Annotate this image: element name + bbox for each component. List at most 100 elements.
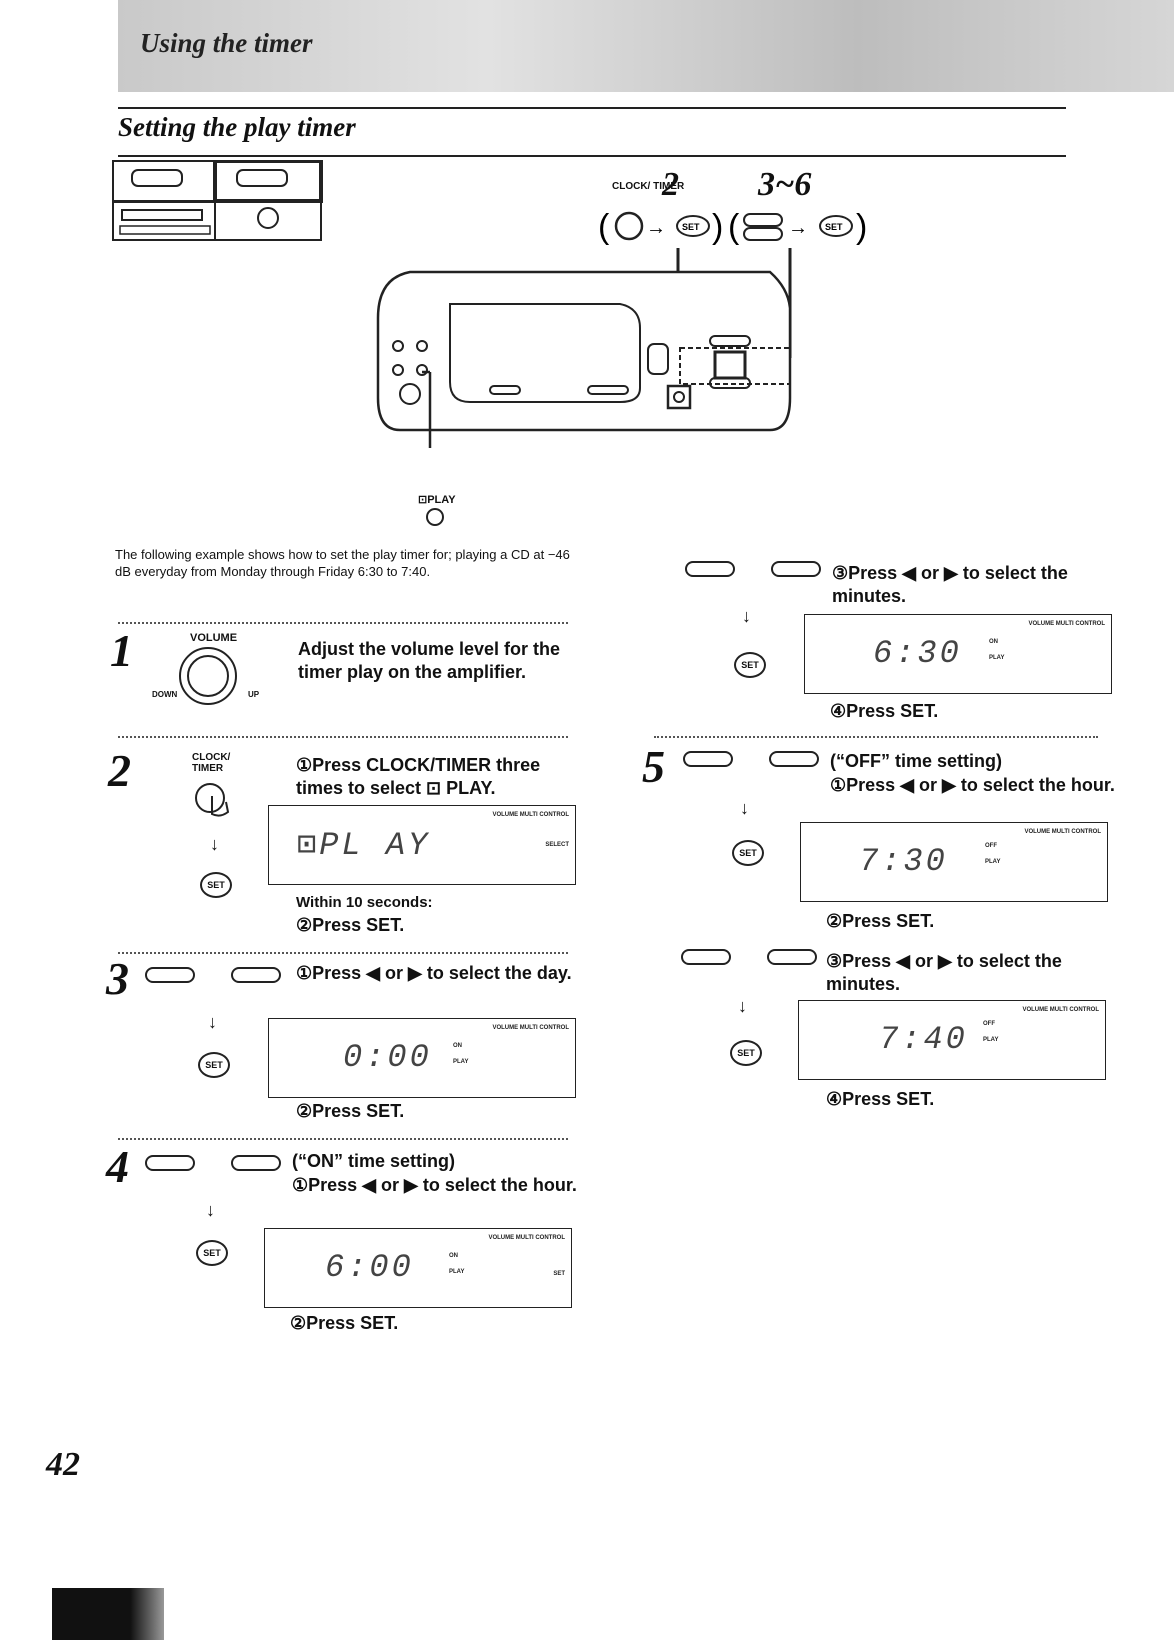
divider (118, 155, 1066, 157)
lcd-readout: 6:30 (873, 635, 962, 672)
svg-text:→: → (646, 217, 666, 239)
down-arrow-icon: ↓ (206, 1200, 215, 1220)
clock-timer-label: CLOCK/ TIMER (612, 181, 685, 192)
down-arrow-icon: ↓ (738, 996, 747, 1016)
step-4-heading: (“ON” time setting) (292, 1151, 456, 1171)
lcd-play-label: PLAY (453, 1059, 469, 1065)
left-right-buttons-icon (683, 751, 819, 767)
step-5-number: 5 (642, 741, 665, 792)
lcd-volume-multi-control-label: VOLUME MULTI CONTROL (492, 1025, 569, 1031)
lcd-off-label: OFF (983, 1021, 995, 1027)
svg-text:(: ( (598, 208, 610, 246)
down-arrow-icon: ↓ (208, 1012, 217, 1032)
header-band (118, 0, 1174, 92)
lcd-display-off-minutes: 7:40 OFF PLAY VOLUME MULTI CONTROL (798, 1000, 1106, 1080)
intro-text: The following example shows how to set t… (115, 547, 570, 579)
volume-down-label: DOWN (152, 690, 178, 699)
lcd-multi-control-label: VOLUME MULTI CONTROL (492, 812, 569, 818)
volume-up-label: UP (248, 690, 260, 699)
step-3-6-label: 3~6 (758, 166, 812, 203)
step-2-text: ①Press CLOCK/TIMER three times to select… (296, 755, 541, 798)
step-5-press-set: ②Press SET. (826, 911, 935, 931)
lcd-readout: 7:40 (879, 1021, 968, 1058)
lcd-play-label: PLAY (985, 859, 1001, 865)
lcd-volume-multi-control-label: VOLUME MULTI CONTROL (488, 1235, 565, 1241)
lcd-readout: 0:00 (343, 1039, 432, 1076)
stereo-system-thumbnail (112, 160, 323, 241)
clock-timer-button-label: CLOCK/ TIMER (192, 752, 231, 774)
step-1-text: Adjust the volume level for the timer pl… (298, 639, 561, 682)
down-arrow-icon: ↓ (742, 606, 751, 626)
lcd-play-label: PLAY (983, 1037, 999, 1043)
lcd-volume-multi-control-label: VOLUME MULTI CONTROL (1022, 1007, 1099, 1013)
step-4-number: 4 (106, 1141, 129, 1192)
svg-text:→: → (788, 217, 808, 239)
button-sequence-diagram: ( → SET ) ( → SET ) (598, 208, 867, 246)
step-2-note: Within 10 seconds: (296, 894, 433, 911)
down-arrow-icon: ↓ (210, 834, 219, 854)
finger-press-icon (195, 783, 230, 817)
dotted-divider (654, 736, 1098, 738)
step-5-text: ①Press ◀ or ▶ to select the hour. (830, 775, 1115, 795)
lcd-volume-multi-control-label: VOLUME MULTI CONTROL (1028, 621, 1105, 627)
lcd-play-label: PLAY (989, 655, 1005, 661)
step-2-number: 2 (108, 745, 131, 796)
step-4b-press-set: ④Press SET. (830, 701, 939, 721)
set-button-icon: SET (732, 840, 764, 866)
svg-text:): ) (856, 208, 867, 246)
step-2-label: 2 (662, 166, 679, 203)
play-button-label: ⊡PLAY (418, 494, 456, 506)
lcd-select-label: SELECT (545, 842, 569, 848)
left-right-buttons-icon (685, 561, 821, 577)
svg-text:SET: SET (825, 222, 843, 232)
set-button-icon: SET (198, 1052, 230, 1078)
set-button-icon: SET (730, 1040, 762, 1066)
lcd-readout: ⊡PL AY (297, 827, 431, 864)
dotted-divider (118, 736, 568, 738)
lcd-display-play: ⊡PL AY VOLUME MULTI CONTROL SELECT (268, 805, 576, 885)
section-title: Setting the play timer (118, 112, 356, 142)
lcd-display-off-hour: 7:30 OFF PLAY VOLUME MULTI CONTROL (800, 822, 1108, 902)
svg-text:(: ( (728, 208, 740, 246)
page-header-title: Using the timer (140, 28, 313, 58)
step-5b-press-set: ④Press SET. (826, 1089, 935, 1109)
lcd-on-label: ON (989, 639, 998, 645)
lcd-on-label: ON (449, 1253, 458, 1259)
lcd-readout: 6:00 (325, 1249, 414, 1286)
lcd-volume-multi-control-label: VOLUME MULTI CONTROL (1024, 829, 1101, 835)
left-right-buttons-icon (145, 967, 281, 983)
svg-text:): ) (712, 208, 723, 246)
left-right-buttons-icon (681, 949, 817, 965)
step-3-text: ①Press ◀ or ▶ to select the day. (296, 963, 572, 983)
step-3-press-set: ②Press SET. (296, 1101, 405, 1121)
play-button-icon (426, 508, 444, 526)
set-button-icon: SET (200, 872, 232, 898)
dotted-divider (118, 622, 568, 624)
lcd-readout: 7:30 (859, 843, 948, 880)
lcd-off-label: OFF (985, 843, 997, 849)
corner-mark (52, 1588, 164, 1640)
amplifier-illustration (376, 248, 792, 448)
step-5-heading: (“OFF” time setting) (830, 751, 1002, 771)
step-4b-text: ③Press ◀ or ▶ to select the minutes. (832, 563, 1068, 606)
step-4-text: ①Press ◀ or ▶ to select the hour. (292, 1175, 577, 1195)
dotted-divider (118, 952, 568, 954)
step-4-press-set: ②Press SET. (290, 1313, 399, 1333)
step-3-number: 3 (106, 953, 129, 1004)
lcd-display-day: 0:00 ON PLAY VOLUME MULTI CONTROL (268, 1018, 576, 1098)
left-right-buttons-icon (145, 1155, 281, 1171)
lcd-on-label: ON (453, 1043, 462, 1049)
volume-knob-icon (179, 647, 237, 705)
down-arrow-icon: ↓ (740, 798, 749, 818)
step-5b-text: ③Press ◀ or ▶ to select the minutes. (826, 951, 1062, 994)
step-1-number: 1 (110, 625, 133, 676)
svg-text:SET: SET (682, 222, 700, 232)
divider (118, 107, 1066, 109)
dotted-divider (118, 1138, 568, 1140)
lcd-set-label: SET (553, 1271, 565, 1277)
lcd-display-on-minutes: 6:30 ON PLAY VOLUME MULTI CONTROL (804, 614, 1112, 694)
page-number: 42 (46, 1446, 80, 1483)
lcd-display-on-hour: 6:00 ON PLAY VOLUME MULTI CONTROL SET (264, 1228, 572, 1308)
volume-knob-label: VOLUME (190, 632, 238, 644)
step-2-press-set: ②Press SET. (296, 915, 405, 935)
